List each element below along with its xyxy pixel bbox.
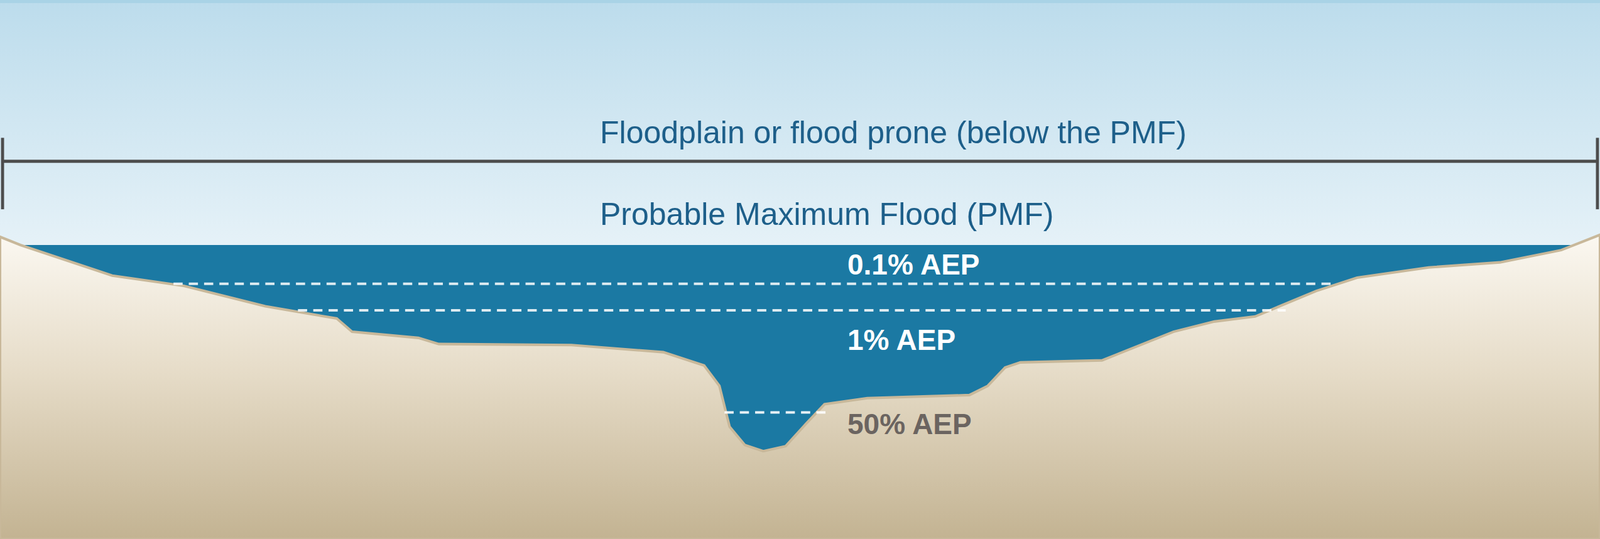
flood-level-label: 1% AEP [847, 322, 956, 357]
aep-1-level [297, 309, 1286, 312]
terrain [0, 234, 1600, 539]
aep-0-1-level [173, 282, 1337, 286]
flood-level-label: 50% AEP [847, 407, 972, 441]
aep-50-level [724, 410, 827, 414]
flood-level-label: 0.1% AEP [847, 247, 980, 282]
extent-tick [1, 137, 5, 210]
sky-band [0, 0, 1600, 4]
flood-level-label: Probable Maximum Flood (PMF) [599, 195, 1054, 233]
floodplain-extent-line [1, 159, 1599, 163]
extent-label: Floodplain or flood prone (below the PMF… [599, 114, 1187, 151]
extent-tick [1596, 137, 1600, 210]
